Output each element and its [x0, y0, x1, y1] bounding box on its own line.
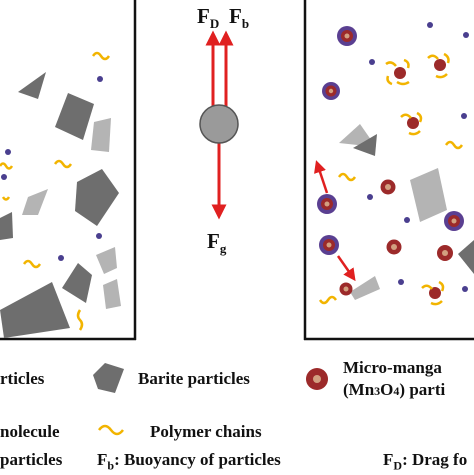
small-molecule: [5, 149, 11, 155]
legend-mn3o4-label-line1: Micro-manga: [343, 358, 442, 377]
particle-motion-arrow: [314, 160, 329, 194]
polymer-chain: [22, 259, 42, 269]
small-molecule: [404, 217, 410, 223]
legend-particles-label-2: particles: [0, 450, 63, 469]
mn3o4-polymer-cluster: [400, 111, 423, 136]
small-molecule: [461, 113, 467, 119]
mn3o4-polymer-cluster: [421, 280, 445, 306]
legend-buoyancy-label: Fb: Buoyancy of particles: [97, 450, 281, 473]
small-molecule: [398, 279, 404, 285]
left-container: [0, 0, 137, 341]
mn3o4-particle: [317, 194, 337, 214]
legend-mn3o4-label-line2: (Mn3O4) parti: [343, 380, 446, 399]
mn3o4-polymer-cluster: [427, 52, 450, 79]
mn3o4-particle: [386, 239, 402, 255]
mn3o4-particle: [444, 211, 464, 231]
force-diagram: [199, 30, 239, 220]
barite-particle: [75, 169, 119, 226]
barite-particle: [458, 240, 474, 274]
small-molecule: [463, 32, 469, 38]
barite-particle: [96, 247, 117, 274]
small-molecule: [367, 194, 373, 200]
legend-polymer-chains-label: Polymer chains: [150, 422, 262, 441]
barite-particle: [91, 118, 111, 152]
barite-particle: [62, 263, 92, 303]
legend-polymer-chain-icon: [98, 424, 124, 436]
small-molecule: [58, 255, 64, 261]
barite-particle: [103, 279, 121, 309]
mn3o4-particle: [319, 235, 339, 255]
mn3o4-particle: [337, 26, 357, 46]
polymer-chain: [444, 140, 464, 150]
barite-particle: [18, 72, 46, 99]
barite-particle: [55, 93, 94, 140]
barite-particle: [410, 168, 447, 222]
mn3o4-particle: [437, 245, 453, 261]
polymer-chain: [53, 159, 73, 169]
particle-motion-arrow: [336, 255, 356, 282]
right-container: [303, 0, 474, 341]
barite-particle: [350, 276, 380, 300]
small-molecule: [96, 233, 102, 239]
polymer-chain: [91, 51, 111, 61]
polymer-chain: [1, 196, 11, 201]
barite-particle: [22, 189, 48, 215]
buoyancy-force-label: Fb: [229, 4, 250, 32]
legend-drag-label: FD: Drag fo: [383, 450, 468, 473]
legend-barite-icon: [93, 363, 124, 393]
polymer-chain: [337, 172, 357, 182]
legend-icons: [93, 363, 328, 436]
mn3o4-polymer-cluster: [385, 58, 410, 86]
polymer-chain: [76, 309, 84, 331]
settling-particle: [199, 104, 239, 144]
drag-force-label: FD: [197, 4, 220, 32]
legend-mn3o4-icon: [306, 368, 328, 390]
gravity-force-label: Fg: [207, 229, 227, 257]
legend-molecule-label: nolecule: [0, 422, 60, 441]
small-molecule: [369, 59, 375, 65]
small-molecule: [97, 76, 103, 82]
small-molecule: [462, 286, 468, 292]
legend-barite-label: Barite particles: [138, 369, 250, 388]
mn3o4-particle: [339, 282, 353, 296]
small-molecule: [427, 22, 433, 28]
barite-particle: [353, 134, 377, 156]
legend-particles-label: rticles: [0, 369, 45, 388]
polymer-chain: [318, 295, 338, 305]
mn3o4-particle: [322, 82, 340, 100]
barite-particle: [0, 212, 13, 240]
mn3o4-particle: [380, 179, 396, 195]
polymer-chain: [0, 162, 14, 170]
barite-particle: [0, 282, 70, 338]
small-molecule: [1, 174, 7, 180]
